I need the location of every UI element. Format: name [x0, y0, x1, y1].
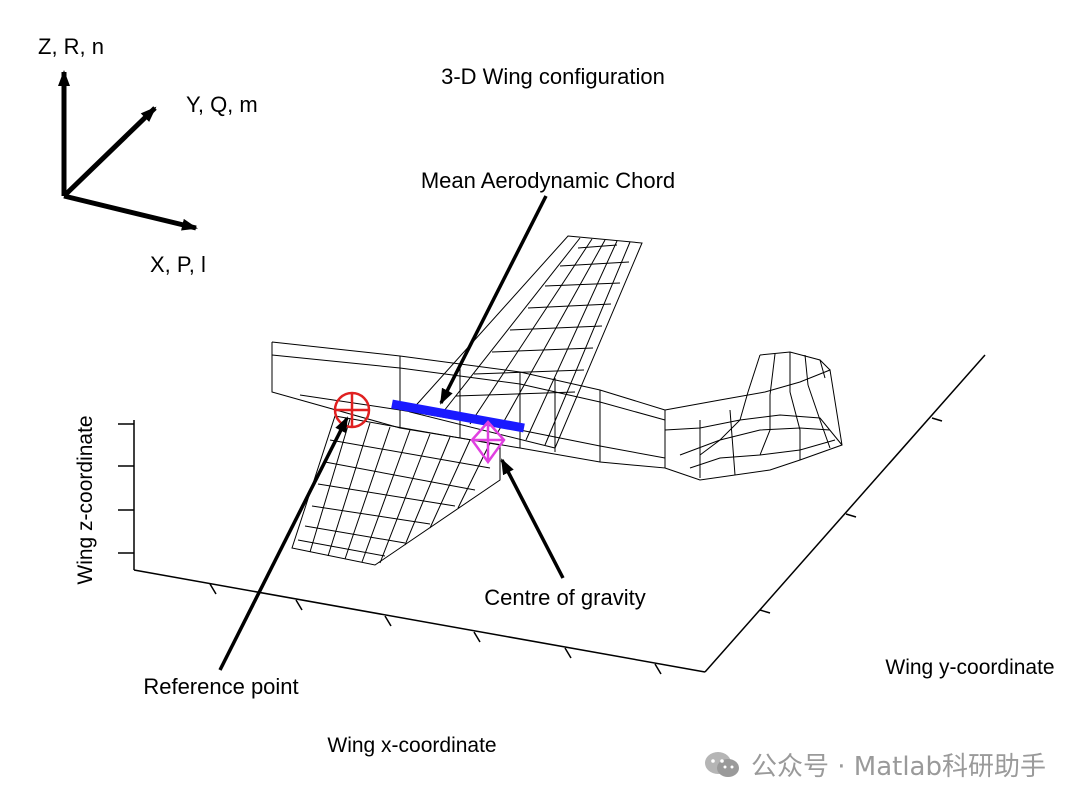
- x-axis-line: [133, 569, 706, 673]
- reference-callout-arrow: [218, 416, 349, 671]
- triad-z-label: Z, R, n: [38, 34, 104, 59]
- mean-aerodynamic-chord-bar: [391, 399, 525, 433]
- axes-triad: Z, R, n Y, Q, m X, P, l: [38, 34, 258, 277]
- mac-annotation: Mean Aerodynamic Chord: [421, 168, 675, 193]
- y-axis-line: [704, 354, 986, 673]
- tail-assembly: [664, 351, 843, 481]
- cg-annotation: Centre of gravity: [484, 585, 645, 610]
- diagram-title: 3-D Wing configuration: [441, 64, 665, 89]
- plot-box: [118, 354, 986, 675]
- y-axis-label: Wing y-coordinate: [885, 656, 1054, 679]
- front-wing-panel: [291, 415, 501, 566]
- aircraft-wireframe: [271, 235, 843, 566]
- x-axis-label: Wing x-coordinate: [327, 734, 496, 757]
- centre-of-gravity-marker: [470, 420, 506, 465]
- reference-annotation: Reference point: [143, 674, 298, 699]
- z-axis-label: Wing z-coordinate: [74, 415, 97, 584]
- mac-callout-arrow: [439, 195, 548, 405]
- cg-callout-arrow: [500, 458, 565, 579]
- rear-wing-panel: [409, 235, 643, 449]
- triad-y-label: Y, Q, m: [186, 92, 258, 117]
- watermark-text: 公众号 · Matlab科研助手: [750, 752, 1046, 782]
- watermark: 公众号 · Matlab科研助手: [703, 746, 1046, 783]
- triad-x-label: X, P, l: [150, 252, 206, 277]
- reference-point-marker: [333, 391, 371, 429]
- wechat-icon: [704, 751, 739, 777]
